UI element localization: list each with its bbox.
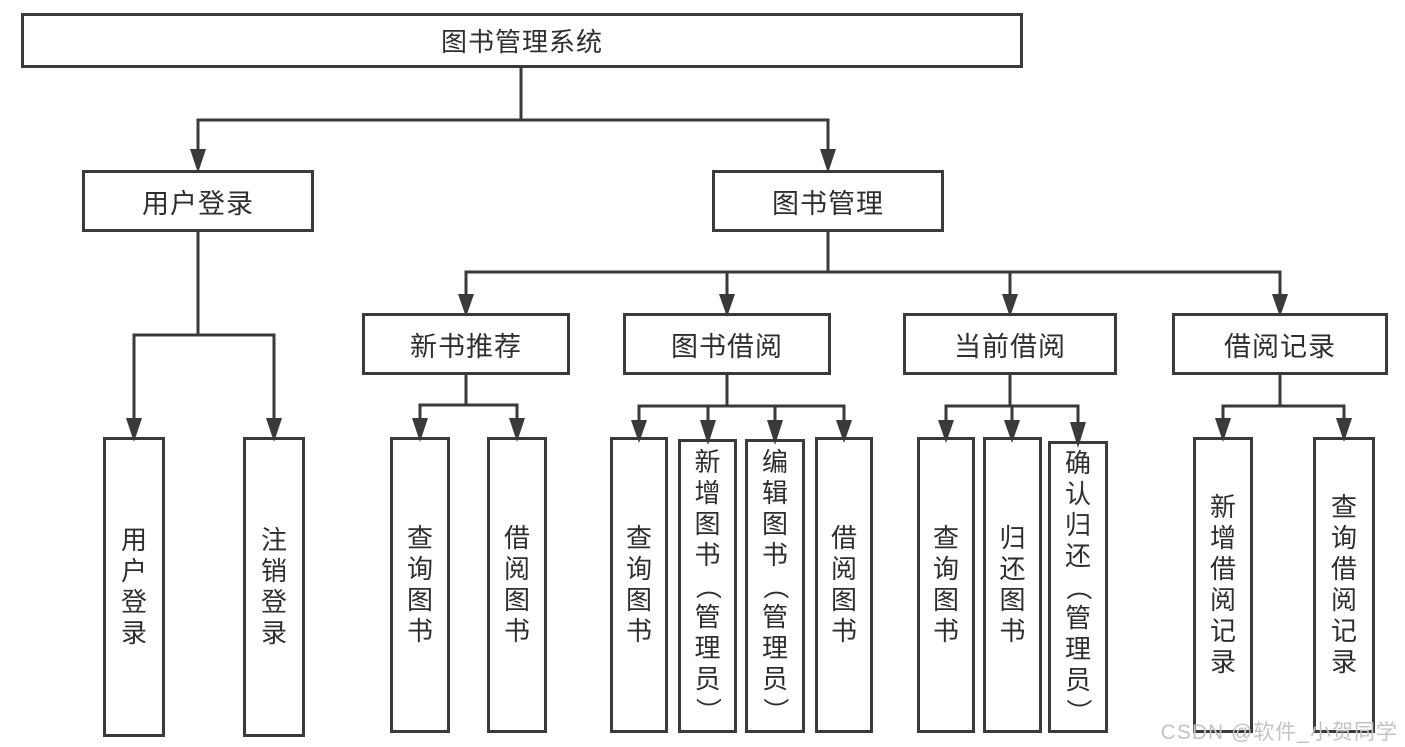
node-book-management: 图书管理 [712,170,944,232]
leaf-nb-borrow-books: 借阅图书 [487,437,547,733]
node-current-borrowing: 当前借阅 [903,313,1117,375]
leaf-br-add-record: 新增借阅记录 [1193,437,1253,733]
leaf-bb-query-books: 查询图书 [610,437,668,733]
leaf-bb-add-books-admin: 新增图书（管理员） [678,439,737,733]
leaf-cb-query-books: 查询图书 [917,437,975,733]
leaf-logout: 注销登录 [243,437,305,737]
node-library-system: 图书管理系统 [21,13,1023,68]
leaf-user-login: 用户登录 [103,437,165,737]
leaf-br-query-record: 查询借阅记录 [1313,437,1375,733]
node-new-book-recommend: 新书推荐 [362,313,570,375]
leaf-cb-confirm-return-admin: 确认归还（管理员） [1048,441,1108,733]
node-borrowing-records: 借阅记录 [1172,313,1388,375]
node-book-borrowing: 图书借阅 [623,313,831,375]
leaf-cb-return-books: 归还图书 [983,437,1042,733]
leaf-bb-edit-books-admin: 编辑图书（管理员） [745,439,805,733]
leaf-bb-borrow-books: 借阅图书 [815,437,873,733]
leaf-nb-query-books: 查询图书 [390,437,450,733]
csdn-watermark: CSDN @软件_小贺同学 [1160,721,1398,744]
node-user-login: 用户登录 [82,170,314,232]
